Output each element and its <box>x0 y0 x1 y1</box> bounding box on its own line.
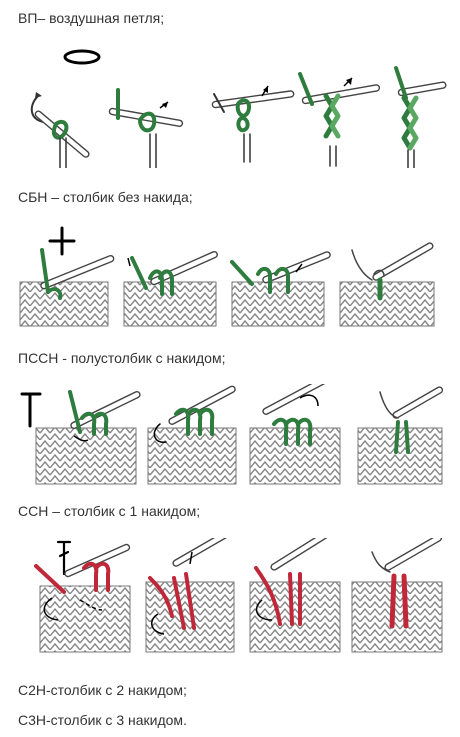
sc-step-1 <box>19 248 115 327</box>
sc-step-3 <box>230 251 331 327</box>
caption-double-crochet: ССН – столбик с 1 накидом; <box>18 503 201 519</box>
caption-single-crochet: СБН – столбик без накида; <box>18 189 193 205</box>
chain-stitch-illustration <box>0 38 460 168</box>
half-double-crochet-symbol-icon <box>20 392 42 428</box>
single-crochet-illustration <box>0 222 460 332</box>
single-crochet-symbol-icon <box>48 226 76 256</box>
dc-step-2 <box>145 538 236 653</box>
caption-half-double-crochet: ПССН - полустолбик с накидом; <box>18 350 226 366</box>
hdc-step-3 <box>249 384 341 485</box>
double-crochet-symbol-icon <box>56 540 72 576</box>
chain-stitch-symbol-icon <box>63 49 101 65</box>
chain-step-5 <box>394 66 447 168</box>
chain-step-1 <box>30 92 90 168</box>
hdc-step-1 <box>35 390 141 485</box>
half-double-crochet-illustration <box>0 384 460 492</box>
chain-step-3 <box>211 85 295 163</box>
dc-step-1 <box>34 543 131 653</box>
caption-double-crochet-2-yarn-overs: С2Н-столбик с 2 накидом; <box>18 682 187 698</box>
sc-step-4 <box>339 242 435 327</box>
hdc-step-4 <box>357 386 444 485</box>
dc-step-4 <box>351 538 443 653</box>
dc-step-3 <box>249 538 341 653</box>
double-crochet-illustration <box>0 538 460 658</box>
chain-step-2 <box>108 88 184 168</box>
caption-chain-stitch: ВП– воздушная петля; <box>18 10 165 26</box>
sc-step-2 <box>123 250 218 327</box>
caption-double-crochet-3-yarn-overs: С3Н-столбик с 3 накидом. <box>18 712 187 728</box>
hdc-step-2 <box>147 385 237 485</box>
chain-step-4 <box>298 72 381 167</box>
